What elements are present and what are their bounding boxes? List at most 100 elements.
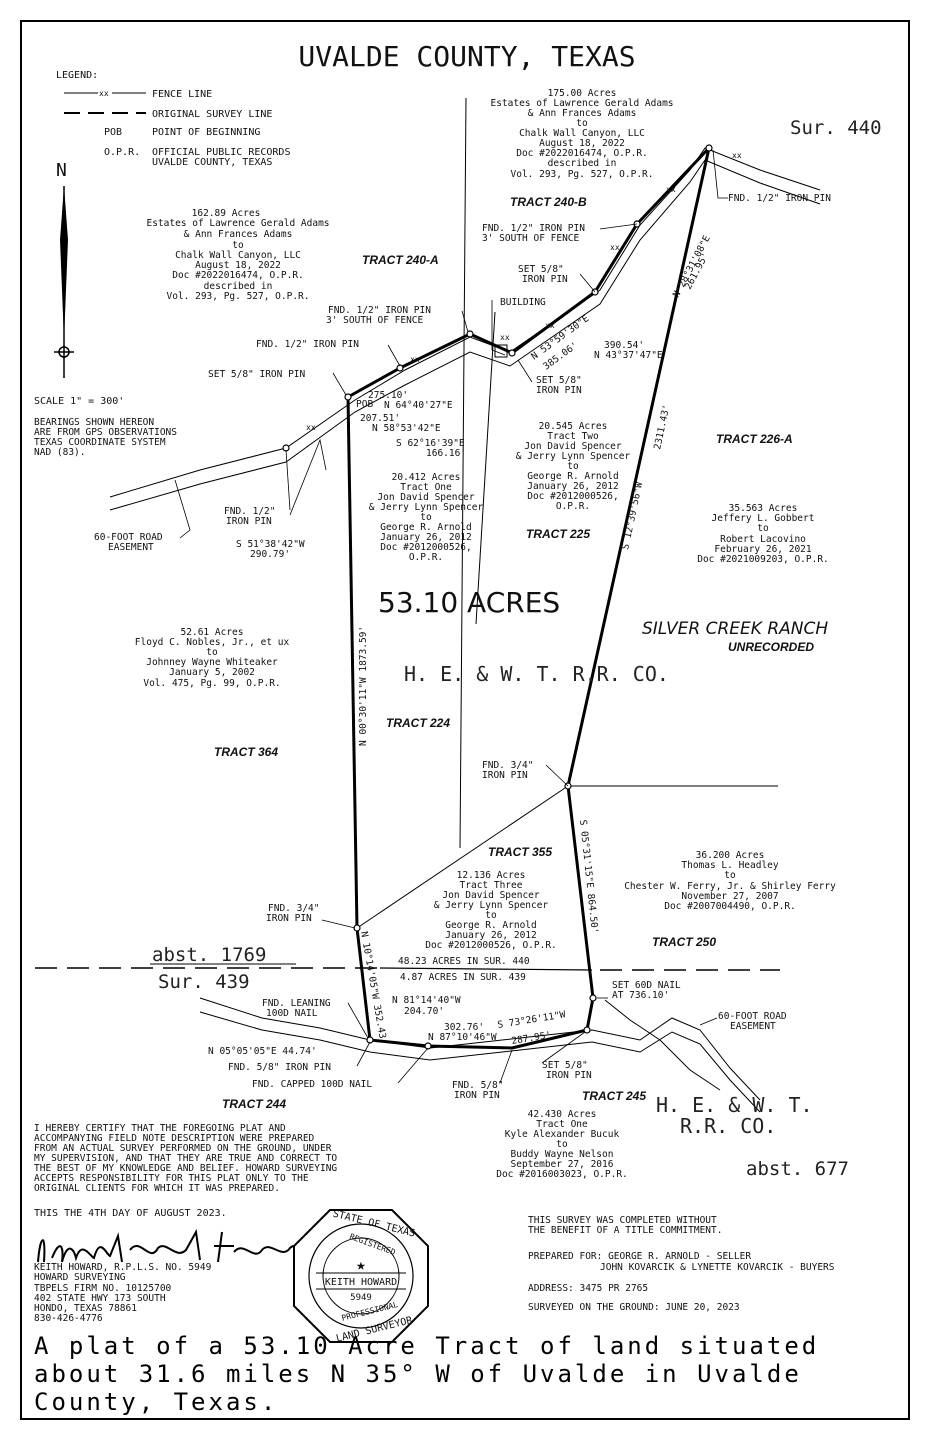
svg-text:Doc #2022016474, O.P.R.: Doc #2022016474, O.P.R. <box>516 148 648 159</box>
svg-text:HONDO, TEXAS 78861: HONDO, TEXAS 78861 <box>34 1303 137 1314</box>
svg-text:August 18, 2022: August 18, 2022 <box>539 138 625 149</box>
svg-text:S 73°26'11"W: S 73°26'11"W <box>497 1009 567 1031</box>
ranch-name: SILVER CREEK RANCH <box>642 619 828 639</box>
svg-text:S 62°16'39"E: S 62°16'39"E <box>396 438 465 449</box>
original-survey-lines <box>35 785 780 971</box>
svg-text:& Jerry Lynn Spencer: & Jerry Lynn Spencer <box>434 900 549 911</box>
svg-text:O.P.R.: O.P.R. <box>409 552 443 563</box>
svg-text:FND. 3/4": FND. 3/4" <box>482 760 533 771</box>
svg-text:Doc #2012000526,: Doc #2012000526, <box>380 542 472 553</box>
svg-text:Robert Lacovino: Robert Lacovino <box>720 534 806 545</box>
svg-text:PREPARED FOR: GEORGE R. ARNOLD: PREPARED FOR: GEORGE R. ARNOLD - SELLER <box>528 1251 751 1262</box>
svg-text:Doc #2012000526, O.P.R.: Doc #2012000526, O.P.R. <box>425 940 557 951</box>
svg-text:Doc #2016003023, O.P.R.: Doc #2016003023, O.P.R. <box>496 1169 628 1180</box>
parcel-note-175: 175.00 Acres Estates of Lawrence Gerald … <box>490 88 673 180</box>
svg-text:FND. 1/2" IRON PIN: FND. 1/2" IRON PIN <box>256 339 359 350</box>
svg-text:EASEMENT: EASEMENT <box>108 542 154 553</box>
svg-text:IRON PIN: IRON PIN <box>546 1070 592 1081</box>
svg-text:N 87°10'46"W: N 87°10'46"W <box>428 1032 497 1043</box>
survey-440-label: Sur. 440 <box>790 117 882 139</box>
svg-text:20.545 Acres: 20.545 Acres <box>539 421 608 432</box>
svg-text:IRON PIN: IRON PIN <box>536 385 582 396</box>
svg-text:FND. 3/4": FND. 3/4" <box>268 903 319 914</box>
plat-border <box>20 20 910 1420</box>
legend-item-opr: OFFICIAL PUBLIC RECORDS <box>152 147 290 158</box>
svg-text:FND. 1/2" IRON PIN: FND. 1/2" IRON PIN <box>482 223 585 234</box>
svg-text:Tract One: Tract One <box>536 1119 588 1130</box>
svg-text:THE BEST OF MY KNOWLEDGE AND B: THE BEST OF MY KNOWLEDGE AND BELIEF. HOW… <box>34 1163 337 1174</box>
svg-text:FND. 1/2": FND. 1/2" <box>224 506 275 517</box>
tract-355-label: TRACT 355 <box>488 845 552 859</box>
svg-text:IRON PIN: IRON PIN <box>226 516 272 527</box>
svg-text:Kyle Alexander Bucuk: Kyle Alexander Bucuk <box>505 1129 620 1140</box>
svg-text:Thomas L. Headley: Thomas L. Headley <box>681 860 779 871</box>
svg-text:January 26, 2012: January 26, 2012 <box>445 930 537 941</box>
svg-text:204.70': 204.70' <box>404 1006 444 1017</box>
certification-text: I HEREBY CERTIFY THAT THE FOREGOING PLAT… <box>34 1123 337 1194</box>
svg-text:166.16': 166.16' <box>426 448 466 459</box>
svg-text:60-FOOT ROAD: 60-FOOT ROAD <box>718 1011 787 1022</box>
svg-text:FROM AN ACTUAL SURVEY PERFORME: FROM AN ACTUAL SURVEY PERFORMED ON THE G… <box>34 1143 332 1154</box>
svg-text:SET 60D NAIL: SET 60D NAIL <box>612 980 681 991</box>
tract-244-label: TRACT 244 <box>222 1097 286 1111</box>
svg-text:to: to <box>724 870 736 881</box>
tract-labels: TRACT 240-A TRACT 240-B TRACT 226-A TRAC… <box>214 195 793 1111</box>
svg-text:N 05°05'05"E 44.74': N 05°05'05"E 44.74' <box>208 1046 317 1057</box>
svg-text:FND. 1/2" IRON PIN: FND. 1/2" IRON PIN <box>328 305 431 316</box>
date-line: THIS THE 4TH DAY OF AUGUST 2023. <box>34 1208 227 1219</box>
svg-text:S 12°39'56"W: S 12°39'56"W <box>620 481 645 551</box>
svg-text:Jon David Spencer: Jon David Spencer <box>377 492 475 503</box>
svg-text:to: to <box>757 523 769 534</box>
svg-text:George R. Arnold: George R. Arnold <box>445 920 537 931</box>
svg-text:ORIGINAL CLIENTS FOR WHICH IT: ORIGINAL CLIENTS FOR WHICH IT WAS PREPAR… <box>34 1183 280 1194</box>
abstract-677-label: abst. 677 <box>746 1158 849 1180</box>
legend-item-fence: FENCE LINE <box>152 89 212 100</box>
ranch-status: UNRECORDED <box>728 640 814 654</box>
svg-text:Vol. 293, Pg. 527, O.P.R.: Vol. 293, Pg. 527, O.P.R. <box>511 169 654 180</box>
legend-pob-symbol: POB <box>104 127 122 138</box>
svg-text:& Jerry Lynn Spencer: & Jerry Lynn Spencer <box>369 502 484 513</box>
fence-marks: xx xx xx xx xx xx xx <box>306 151 742 432</box>
svg-text:Jon David Spencer: Jon David Spencer <box>524 441 622 452</box>
svg-text:52.61 Acres: 52.61 Acres <box>181 627 244 638</box>
svg-text:FND. 5/8" IRON PIN: FND. 5/8" IRON PIN <box>228 1062 331 1073</box>
svg-text:NAD (83).: NAD (83). <box>34 447 85 458</box>
svg-text:IRON PIN: IRON PIN <box>482 770 528 781</box>
monument-markers <box>282 144 713 1050</box>
parcel-note-42430: 42.430 Acres Tract One Kyle Alexander Bu… <box>496 1109 628 1180</box>
parcel-note-20545: 20.545 Acres Tract Two Jon David Spencer… <box>516 421 631 512</box>
svg-text:N 58°53'42"E: N 58°53'42"E <box>372 423 441 434</box>
svg-text:4.87 ACRES IN SUR. 439: 4.87 ACRES IN SUR. 439 <box>400 972 526 983</box>
svg-text:AT 736.10': AT 736.10' <box>612 990 669 1001</box>
svg-text:O.P.R.: O.P.R. <box>556 501 590 512</box>
svg-text:February 26, 2021: February 26, 2021 <box>714 544 812 555</box>
svg-text:ARE FROM GPS OBSERVATIONS: ARE FROM GPS OBSERVATIONS <box>34 427 177 438</box>
svg-text:THE BENEFIT OF A TITLE COMMITM: THE BENEFIT OF A TITLE COMMITMENT. <box>528 1225 722 1236</box>
railroad-label-2b: R.R. CO. <box>680 1114 776 1138</box>
pob-label: POB <box>356 399 373 410</box>
interior-lines <box>356 97 569 929</box>
svg-text:SET 5/8": SET 5/8" <box>518 264 564 275</box>
tract-245-label: TRACT 245 <box>582 1089 646 1103</box>
tract-226a-label: TRACT 226-A <box>716 432 793 446</box>
svg-text:to: to <box>567 461 579 472</box>
legend-opr-symbol: O.P.R. <box>104 147 140 158</box>
svg-text:A plat of a 53.10 Acre Tract o: A plat of a 53.10 Acre Tract of land sit… <box>34 1332 819 1360</box>
svg-text:Tract One: Tract One <box>400 482 452 493</box>
svg-text:N 64°40'27"E: N 64°40'27"E <box>384 400 453 411</box>
svg-text:IRON PIN: IRON PIN <box>266 913 312 924</box>
svg-text:390.54': 390.54' <box>604 340 644 351</box>
svg-text:BUILDING: BUILDING <box>500 297 546 308</box>
svg-text:BEARINGS SHOWN HEREON: BEARINGS SHOWN HEREON <box>34 417 154 428</box>
abstract-1769-label: abst. 1769 <box>152 944 266 966</box>
svg-text:ADDRESS: 3475 PR 2765: ADDRESS: 3475 PR 2765 <box>528 1283 648 1294</box>
signature <box>37 1228 307 1263</box>
tract-224-label: TRACT 224 <box>386 716 450 730</box>
svg-text:ACCOMPANYING FIELD NOTE DESCRI: ACCOMPANYING FIELD NOTE DESCRIPTION WERE… <box>34 1133 315 1144</box>
svg-text:Doc #2021009203, O.P.R.: Doc #2021009203, O.P.R. <box>697 554 829 565</box>
svg-text:to: to <box>485 910 497 921</box>
legend-fence-xx: xx <box>99 89 109 98</box>
tract-240b-label: TRACT 240-B <box>510 195 587 209</box>
